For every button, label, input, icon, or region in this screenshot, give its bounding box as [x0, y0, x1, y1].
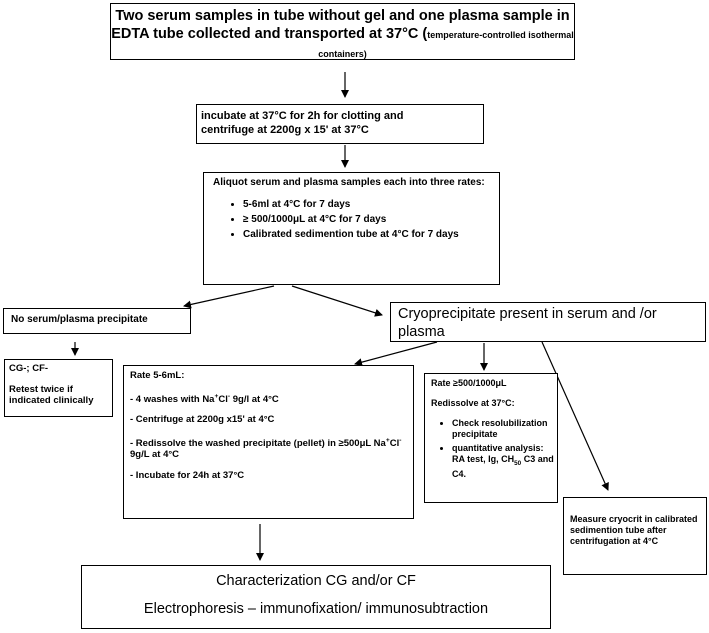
cryocrit-text: Measure cryocrit in calibrated sedimenti… [570, 514, 698, 546]
aliquot-box: Aliquot serum and plasma samples each in… [203, 172, 500, 285]
incubate-step: - Incubate for 24h at 37°C [130, 469, 245, 481]
no-precipitate-box: No serum/plasma precipitate [3, 308, 191, 334]
rate-500-title: Rate ≥500/1000μL [431, 378, 507, 388]
arrow-aliquot-to-cryo-present [291, 285, 383, 317]
collection-text: Two serum samples in tube without gel an… [111, 8, 570, 42]
characterization-line1: Characterization CG and/or CF [216, 573, 416, 589]
cryo-present-box: Cryoprecipitate present in serum and /or… [390, 302, 706, 342]
collection-box: Two serum samples in tube without gel an… [110, 3, 575, 60]
arrow-cryo-to-rate-5-6 [354, 341, 438, 367]
negative-result-text: CG-; CF- [9, 363, 49, 374]
aliquot-item: ≥ 500/1000μL at 4°C for 7 days [243, 213, 499, 226]
arrow-aliquot-to-no-precipitate [183, 285, 275, 309]
collection-note: temperature-controlled isothermal contai… [318, 30, 574, 59]
rate-5-6-box: Rate 5-6mL: - 4 washes with Na+Cl- 9g/l … [123, 365, 414, 519]
cryo-present-text: Cryoprecipitate present in serum and /or… [398, 306, 657, 340]
aliquot-intro: Aliquot serum and plasma samples each in… [213, 177, 485, 188]
arrow-cryo-to-cryocrit [541, 341, 609, 491]
rate-5-6-title: Rate 5-6mL: [130, 370, 185, 381]
wash-step: - 4 washes with Na+Cl- 9g/l at 4°C [130, 392, 279, 405]
cryocrit-box: Measure cryocrit in calibrated sedimenti… [563, 497, 707, 575]
rate-500-list: Check resolubilization precipitate quant… [431, 418, 557, 480]
retest-text: Retest twice if indicated clinically [9, 384, 94, 406]
resolubilization-item: Check resolubilization precipitate [452, 418, 557, 440]
redissolve-step: - Redissolve the washed precipitate (pel… [130, 436, 402, 461]
characterization-box: Characterization CG and/or CF Electropho… [81, 565, 551, 629]
negative-result-box: CG-; CF- Retest twice if indicated clini… [4, 359, 113, 417]
quantitative-analysis-item: quantitative analysis: RA test, Ig, CH50… [452, 443, 557, 480]
incubate-line1: incubate at 37°C for 2h for clotting and [201, 110, 404, 122]
no-precipitate-text: No serum/plasma precipitate [11, 314, 148, 325]
incubate-line2: centrifuge at 2200g x 15' at 37°C [201, 124, 369, 136]
incubate-box: incubate at 37°C for 2h for clotting and… [196, 104, 484, 144]
aliquot-list: 5-6ml at 4°C for 7 days ≥ 500/1000μL at … [213, 198, 499, 241]
rate-500-box: Rate ≥500/1000μL Redissolve at 37°C: Che… [424, 373, 558, 503]
aliquot-item: Calibrated sedimention tube at 4°C for 7… [243, 228, 499, 241]
characterization-line2: Electrophoresis – immunofixation/ immuno… [143, 601, 489, 617]
redissolve-37-text: Redissolve at 37°C: [431, 398, 515, 408]
centrifuge-step: - Centrifuge at 2200g x15' at 4°C [130, 414, 275, 426]
aliquot-item: 5-6ml at 4°C for 7 days [243, 198, 499, 211]
